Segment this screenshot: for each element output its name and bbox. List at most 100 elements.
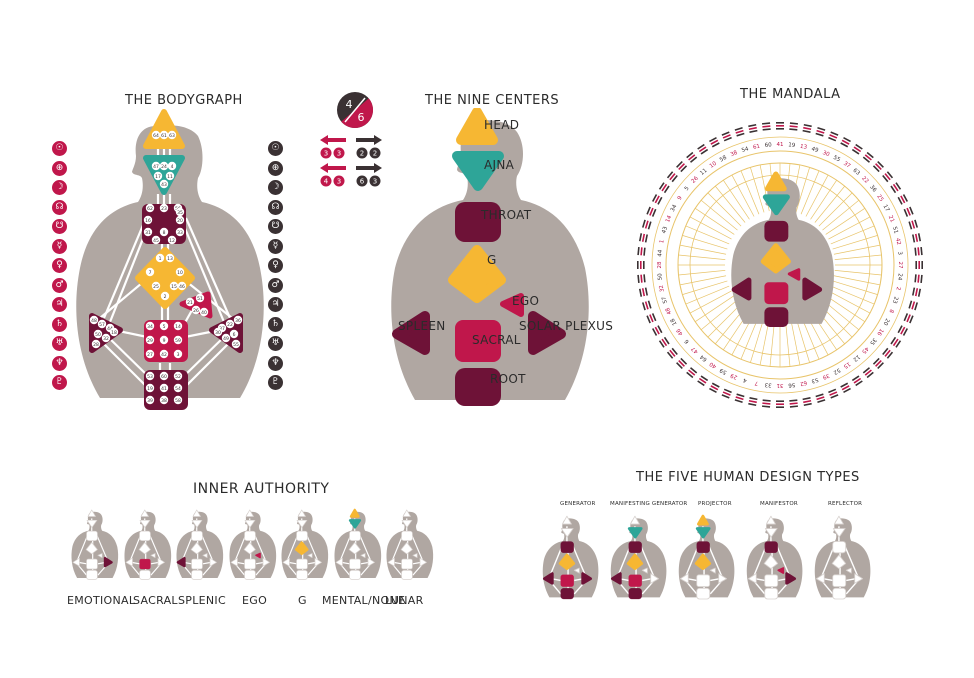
mandala-ray (769, 319, 775, 367)
mandala-ray (805, 174, 829, 217)
mandala-gate-number: 42 (894, 238, 901, 246)
authority-figure (228, 505, 280, 585)
root-center (455, 368, 501, 406)
mandala-gate-number: 23 (891, 296, 899, 305)
gate-dot-root (173, 395, 183, 405)
mandala-ray (834, 270, 882, 276)
hexagram-icon (789, 399, 798, 408)
mandala-ray (740, 170, 760, 215)
planet-right-4: ☋ (268, 219, 283, 234)
gate-dot-spleen (109, 327, 119, 337)
mandala-gate-number: 14 (665, 214, 673, 223)
gate-dot-sacral (159, 321, 169, 331)
hexagram-icon (908, 300, 919, 311)
authority-label: LUNAR (385, 594, 424, 607)
gate-number: 5 (163, 324, 166, 330)
mandala-gate-number: 11 (699, 168, 708, 177)
mandala-ray (707, 303, 742, 338)
mandala-gate-number: 9 (677, 195, 684, 202)
profile-badge: 4 6 (337, 92, 373, 128)
hexagram-icon (802, 397, 812, 407)
hexagram-icon (828, 131, 839, 142)
gate-dot-g (165, 253, 175, 263)
planet-right-2: ☽ (268, 180, 283, 195)
hexagram-icon (666, 347, 678, 359)
mandala-ray (834, 254, 882, 260)
mandala-gate-number: 45 (860, 345, 870, 355)
type-figure (541, 510, 603, 606)
mandala-gate-number: 58 (719, 155, 728, 164)
mandala-ring-zodiac (689, 174, 871, 356)
hexagram-icon (912, 287, 922, 297)
gate-dot-throat (145, 203, 155, 213)
planet-left-3: ☊ (52, 199, 67, 215)
hexagram-icon (828, 388, 839, 399)
mandala-gate-number: 6 (683, 337, 690, 344)
mandala-gate-number: 63 (852, 168, 862, 177)
mandala-ray (795, 317, 810, 363)
mandala-gate-number: 32 (659, 284, 666, 292)
authority-label: EGO (242, 594, 268, 607)
hexagram-icon (882, 347, 894, 359)
gate-number: 26 (193, 308, 199, 314)
gate-dot-sacral (145, 321, 155, 331)
authority-label: G (298, 594, 307, 607)
hexagram-icon (890, 336, 902, 348)
gate-number: 45 (153, 238, 159, 244)
label-g: G (487, 253, 497, 267)
planet-left-10: ♅ (52, 336, 67, 351)
gate-number: 4 (171, 164, 174, 170)
mandala-gate-number: 19 (788, 142, 796, 149)
g-center (448, 245, 506, 303)
mandala-ray (825, 208, 866, 235)
planet-left-4: ☋ (52, 219, 67, 234)
type-label: PROJECTOR (698, 501, 732, 507)
mandala-gate-number: 7 (754, 379, 759, 386)
gate-dot-ajna (167, 161, 177, 171)
mandala-ray (694, 295, 735, 322)
hexagram-icon (840, 136, 851, 148)
gate-dot-spleen (101, 333, 111, 343)
hexagram-icon (851, 143, 863, 155)
hexagram-icon (862, 151, 874, 163)
bodygraph: 6461634724417114362235616203183345123511… (76, 109, 264, 410)
hexagram-icon (721, 131, 732, 142)
mandala-gate-number: 8 (887, 308, 894, 314)
mandala-gate-number: 33 (764, 381, 772, 388)
gate-dot-sacral (159, 349, 169, 359)
arrow-number: 2 (360, 150, 364, 158)
planet-left-7: ♂ (52, 277, 67, 293)
mandala-gate-number: 40 (708, 360, 718, 369)
mandala-ray (679, 275, 727, 286)
gate-number: 2 (164, 294, 167, 300)
mandala-gate-number: 24 (896, 273, 903, 281)
authority-label: SACRAL (133, 594, 178, 607)
mandala-gate-number: 15 (842, 360, 852, 369)
throat-center (142, 204, 186, 244)
gate-number: 54 (175, 386, 181, 392)
hexagram-icon (638, 287, 648, 297)
gate-number: 42 (161, 352, 167, 358)
gate-dot-solar (231, 339, 241, 349)
label-root: ROOT (490, 372, 526, 386)
gate-number: 8 (163, 230, 166, 236)
mandala-ray (679, 244, 727, 255)
hexagram-icon (872, 357, 884, 369)
gate-dot-g (177, 281, 187, 291)
mandala-gate-number: 41 (777, 142, 784, 148)
gate-dot-ego (199, 307, 209, 317)
gate-number: 58 (175, 398, 181, 404)
gate-dot-g (169, 281, 179, 291)
type-figure (609, 510, 671, 606)
gate-number: 35 (177, 210, 183, 216)
authority-label: EMOTIONAL (67, 594, 136, 607)
hexagram-icon (676, 161, 688, 173)
gate-number: 6 (233, 332, 236, 338)
gate-dot-solar (213, 327, 223, 337)
gate-dot-solar (221, 333, 231, 343)
authority-figure (70, 505, 122, 585)
gate-number: 51 (197, 296, 203, 302)
profile-top: 4 (346, 98, 353, 111)
